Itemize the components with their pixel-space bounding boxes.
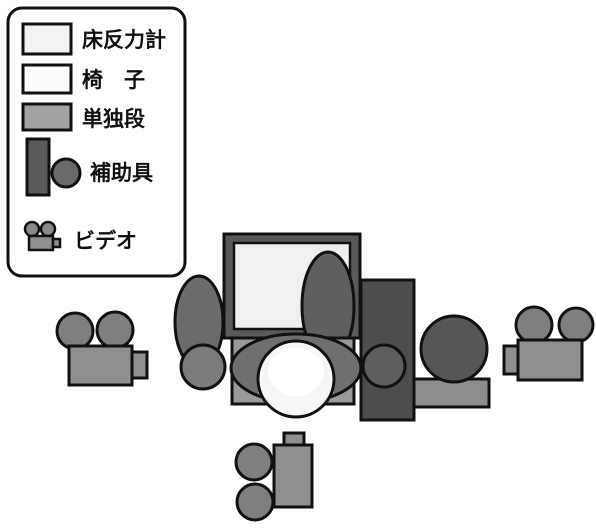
legend: 床反力計 椅 子 単独段 補助具 ビデオ — [6, 6, 187, 278]
setup-scene — [55, 232, 595, 522]
force-plate-swatch-icon — [21, 22, 73, 56]
assist-ball-icon — [50, 157, 82, 189]
right-foot — [361, 343, 407, 389]
legend-item-video: ビデオ — [23, 220, 137, 253]
bottom-video-camera-icon — [234, 431, 314, 522]
assist-ball — [419, 314, 489, 384]
chair-swatch-icon — [21, 63, 73, 95]
right-video-camera-icon — [502, 305, 595, 382]
legend-item-step: 単独段 — [21, 102, 145, 132]
video-camera-icon — [23, 220, 62, 252]
legend-label-chair: 椅 子 — [82, 68, 145, 92]
left-video-camera-icon — [55, 310, 149, 387]
legend-item-force-plate: 床反力計 — [21, 22, 166, 56]
head-highlight — [268, 348, 324, 396]
assist-bar-icon — [25, 137, 51, 197]
step-platform — [412, 377, 491, 409]
legend-label-assist: 補助具 — [89, 161, 153, 185]
legend-item-assist: 補助具 — [25, 137, 153, 197]
legend-item-chair: 椅 子 — [21, 63, 145, 95]
legend-label-video: ビデオ — [74, 229, 137, 253]
left-foot — [179, 343, 227, 391]
legend-label-step: 単独段 — [82, 107, 145, 131]
step-swatch-icon — [21, 102, 73, 132]
legend-label-force-plate: 床反力計 — [82, 28, 166, 52]
